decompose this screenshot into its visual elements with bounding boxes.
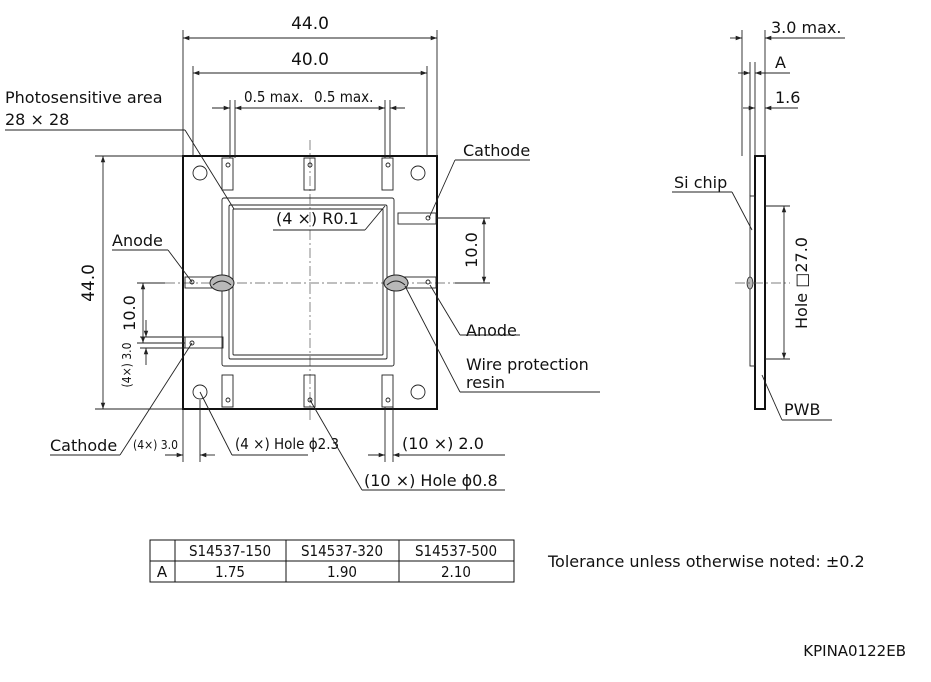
table-header: S14537-150 [189, 542, 271, 560]
pad [303, 157, 316, 191]
dim-gap-right: 0.5 max. [314, 88, 373, 106]
wire-resin-icon [383, 274, 409, 292]
pad [221, 374, 234, 408]
dim-side-a: A [775, 53, 786, 72]
dim-width-total: 44.0 [291, 14, 329, 34]
corner-hole-icon [192, 165, 208, 181]
board-outline [182, 155, 438, 410]
dim-side-max: 3.0 max. [771, 18, 841, 37]
table-header: S14537-320 [301, 542, 383, 560]
pad [381, 157, 394, 191]
tolerance-note: Tolerance unless otherwise noted: ±0.2 [547, 552, 865, 571]
wire-protection-label: Wire protection [466, 355, 589, 374]
corner-hole-icon [410, 165, 426, 181]
photosensitive-frame-inner [228, 204, 388, 360]
document-code: KPINA0122EB [803, 642, 906, 660]
dim-corner-hole: (4 ×) Hole ϕ2.3 [235, 435, 339, 453]
table-cell: 1.75 [215, 563, 245, 581]
table-row-label: A [157, 563, 168, 581]
pad [381, 374, 394, 408]
dim-side-hole: Hole □27.0 [792, 237, 811, 329]
dim-pad-width-v: (4×) 3.0 [120, 342, 134, 387]
photosensitive-label: Photosensitive area [5, 88, 163, 107]
anode-right-label: Anode [466, 321, 517, 340]
corner-hole-icon [410, 384, 426, 400]
cathode-bottom-label: Cathode [50, 436, 117, 455]
dim-corner-radius: (4 ×) R0.1 [276, 209, 359, 228]
si-chip-label: Si chip [674, 173, 727, 192]
dim-pad-width-h: (4×) 3.0 [133, 438, 178, 452]
photosensitive-frame-innermost [232, 208, 384, 356]
pad [221, 157, 234, 191]
dim-height-total: 44.0 [79, 264, 99, 302]
wire-resin-icon [209, 274, 235, 292]
pwb-body [754, 155, 766, 410]
anode-left-label: Anode [112, 231, 163, 250]
dim-gap-left: 0.5 max. [244, 88, 303, 106]
dim-pad-spacing-right: 10.0 [462, 232, 481, 268]
pwb-label: PWB [784, 400, 820, 419]
dim-pad-spacing-left: 10.0 [120, 295, 139, 331]
side-view [672, 30, 845, 421]
pad [397, 212, 437, 225]
dim-width-inner: 40.0 [291, 50, 329, 70]
table-cell: 2.10 [441, 563, 471, 581]
dim-pad-pitch: (10 ×) 2.0 [402, 434, 484, 453]
model-table [149, 539, 515, 583]
pad [303, 374, 316, 408]
front-view [5, 30, 600, 491]
table-header: S14537-500 [415, 542, 497, 560]
table-cell: 1.90 [327, 563, 357, 581]
corner-hole-icon [192, 384, 208, 400]
photosensitive-size: 28 × 28 [5, 110, 69, 129]
wire-protection-label-2: resin [466, 373, 505, 392]
pad [184, 336, 224, 349]
dim-small-hole: (10 ×) Hole ϕ0.8 [364, 471, 498, 490]
dim-side-pwb: 1.6 [775, 88, 800, 107]
cathode-top-label: Cathode [463, 141, 530, 160]
